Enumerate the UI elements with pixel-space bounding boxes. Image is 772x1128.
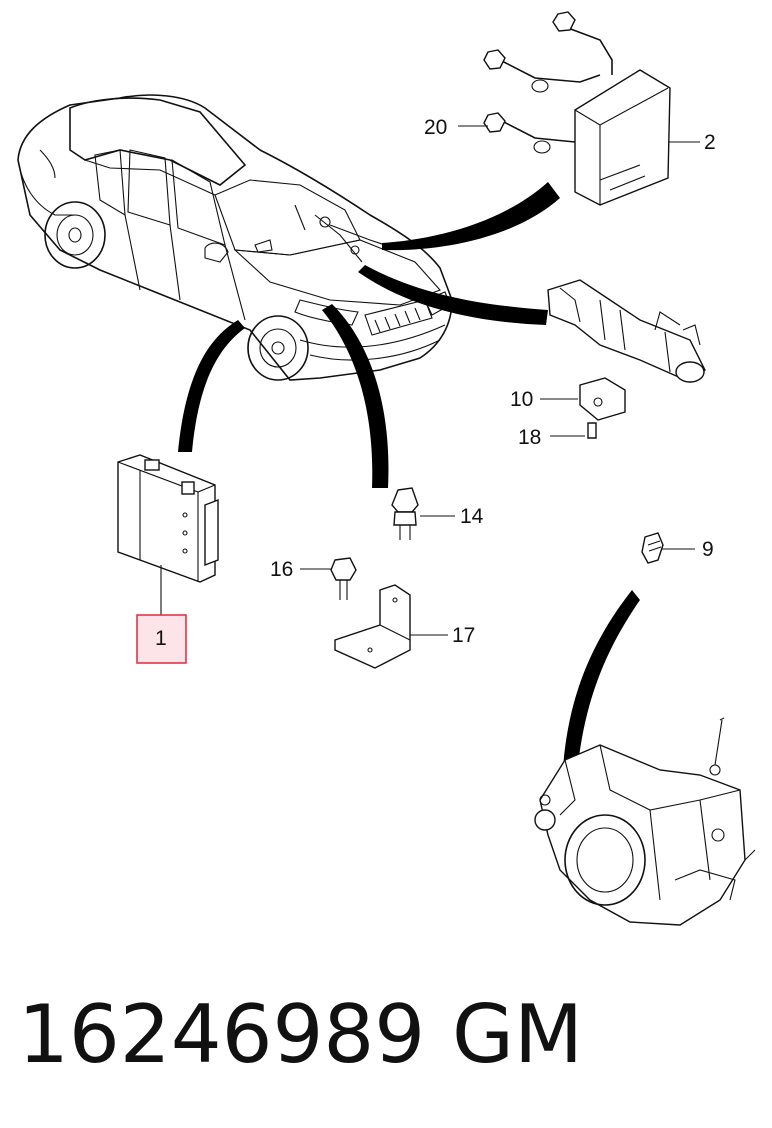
sensor-bracket-assembly (300, 487, 455, 669)
part-number: 16246989 (18, 988, 425, 1081)
callout-14: 14 (460, 505, 484, 528)
transaxle-illustration (534, 717, 756, 926)
highlight-box-1 (136, 614, 187, 664)
callout-9: 9 (702, 538, 714, 561)
callout-16: 16 (270, 558, 293, 581)
speed-sensor-9 (641, 532, 695, 564)
car-illustration (17, 94, 453, 381)
callout-1: 1 (155, 627, 167, 650)
ecu-module-1 (117, 454, 219, 615)
callout-17: 17 (452, 624, 475, 647)
manufacturer-label: GM (452, 988, 583, 1081)
control-module-2 (458, 11, 700, 206)
callout-10: 10 (510, 388, 533, 411)
callout-2: 2 (704, 131, 716, 154)
connector-bands (178, 182, 640, 790)
callout-20: 20 (424, 116, 447, 139)
steering-column (540, 279, 706, 439)
callout-18: 18 (518, 426, 541, 449)
